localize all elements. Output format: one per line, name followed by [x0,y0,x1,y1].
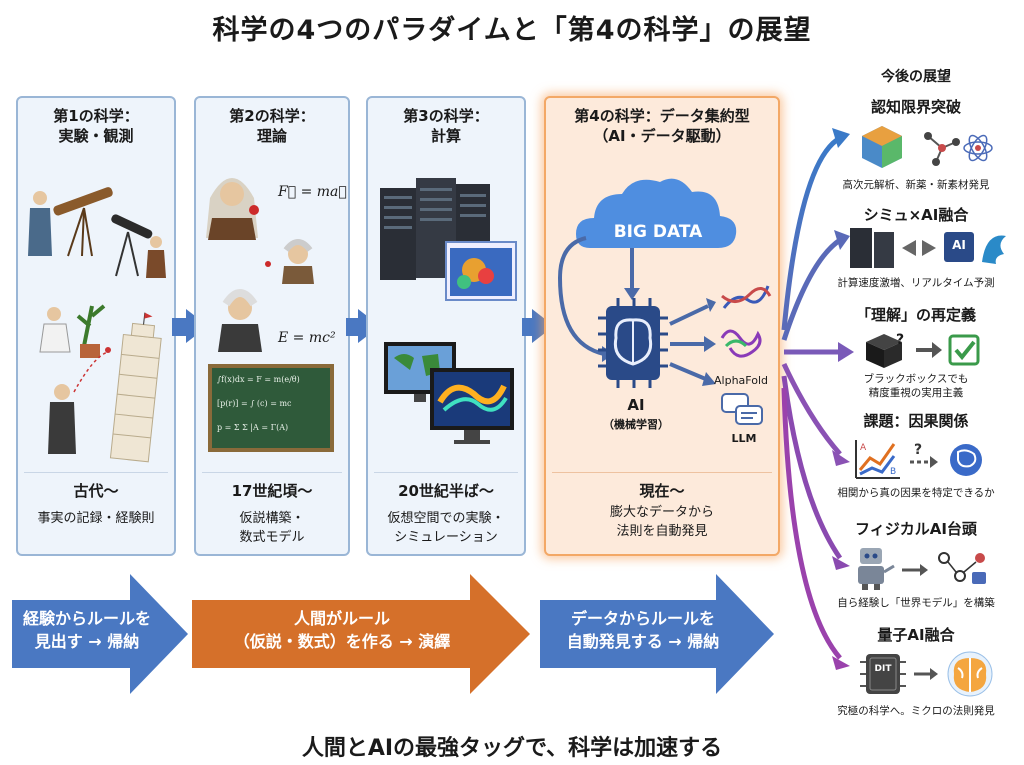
induction-arrow-1: 経験からルールを 見出す → 帰納 [12,572,190,696]
panel-2-era: 17世紀頃〜 [231,482,313,500]
flow-arrow-2 [346,318,360,336]
molecule-icon [862,126,993,168]
paradigm-panel-4: 第4の科学：データ集約型 （AI・データ駆動） [544,96,780,556]
panel-2-heading-line2: 理論 [256,127,287,145]
panel-3-era: 20世紀半ば〜 [398,482,494,500]
svg-text:?: ? [914,442,922,458]
panel-1-heading-line2: 実験・観測 [58,127,134,145]
panel-2-heading: 第2の科学： 理論 [196,106,348,146]
chalkboard-formula-2: [p(r)] = ∫ (c) = mc [217,399,292,408]
ai-label: AI [627,396,645,414]
panel-3-heading-line2: 計算 [430,127,461,145]
page-title: 科学の4つのパラダイムと「第4の科学」の展望 [212,15,812,46]
outlook-item-1-title: 認知限界突破 [870,98,961,116]
chalkboard-formula-3: p = Σ Σ |A = Γ(A) [217,423,289,432]
outlook-item-6-caption: 究極の科学へ。ミクロの法則発見 [837,705,995,717]
panel-4-heading-line2: （AI・データ駆動） [593,127,731,145]
simulation-ai-icon [850,228,1006,268]
panel-4-heading-line1: 第4の科学：データ集約型 [574,107,750,125]
outlook-item-1-caption: 高次元解析、新薬・新素材発見 [842,179,990,191]
panel-2-desc-line2: 数式モデル [239,530,305,545]
flow-arrow-3 [522,318,534,336]
outlook-item-4-title: 課題：因果関係 [863,412,969,430]
ai-chip-label: AI [952,238,966,252]
panel-3-desc-line2: シミュレーション [394,530,498,545]
deduction-arrow-line1: 人間がルール [293,609,390,628]
blackbox-check-icon: ? [866,332,980,368]
panel-4-era: 現在〜 [639,482,685,500]
computer-illustration [380,178,517,444]
panel-1-heading: 第1の科学： 実験・観測 [18,106,174,146]
panel-3-heading-line1: 第3の科学： [403,107,489,125]
llm-label: LLM [731,432,757,445]
panel-4-desc-line1: 膨大なデータから [609,505,714,520]
svg-text:?: ? [896,332,904,348]
footer-tagline: 人間とAIの最強タッグで、科学は加速する [301,736,723,761]
panel-1-era: 古代〜 [73,482,119,500]
deduction-arrow-text: 人間がルール （仮説・数式）を作る → 演繹 [192,607,492,653]
induction-arrow-2-line1: データからルールを [570,609,715,628]
induction-arrow-1-line2: 見出す → 帰納 [34,632,140,651]
dit-chip-label: DIT [874,664,892,674]
svg-text:B: B [890,467,896,477]
deduction-arrow-line2: （仮説・数式）を作る → 演繹 [233,632,451,651]
induction-arrow-1-text: 経験からルールを 見出す → 帰納 [12,607,162,653]
panel-4-desc-line2: 法則を自動発見 [616,524,708,539]
panel-1-heading-line1: 第1の科学： [53,107,139,125]
chalkboard: ∫f(x)dx = F = m(e/θ) [p(r)] = ∫ (c) = mc… [208,364,334,452]
panel-3-desc-line1: 仮想空間での実験・ [387,511,505,526]
svg-text:A: A [860,443,867,453]
observation-illustration [28,187,166,463]
outlook-item-3-title: 「理解」の再定義 [855,306,976,324]
panel-3-footer: 20世紀半ば〜 仮想空間での実験・ シミュレーション [368,482,524,547]
paradigm-panel-1: 第1の科学： 実験・観測 [16,96,176,556]
induction-arrow-2-line2: 自動発見する → 帰納 [566,632,720,651]
induction-arrow-2: データからルールを 自動発見する → 帰納 [540,572,776,696]
induction-arrow-1-line1: 経験からルールを [22,609,151,628]
chalkboard-formula-1: ∫f(x)dx = F = m(e/θ) [217,375,300,384]
alphafold-label: AlphaFold [714,374,768,387]
paradigm-panel-3: 第3の科学： 計算 20世紀半ば〜 仮想空間での実験・ [366,96,526,556]
outlook-heading: 今後の展望 [881,69,951,85]
panel-3-heading: 第3の科学： 計算 [368,106,524,146]
panel-1-footer: 古代〜 事実の記録・経験則 [18,482,174,528]
induction-arrow-2-text: データからルールを 自動発見する → 帰納 [540,607,746,653]
machine-learning-label: （機械学習） [603,418,669,431]
outlook-arrows [781,128,854,670]
deduction-arrow: 人間がルール （仮説・数式）を作る → 演繹 [192,572,532,696]
panel-1-desc: 事実の記録・経験則 [37,511,155,526]
outlook-item-4-caption: 相関から真の因果を特定できるか [837,487,995,499]
equation-force: F⃗ = ma⃗ [278,184,347,200]
panel-4-footer: 現在〜 膨大なデータから 法則を自動発見 [546,482,778,541]
panel-2-heading-line1: 第2の科学： [229,107,315,125]
robot-world-model-icon [858,548,986,590]
flow-arrow-1 [172,318,186,336]
ai-data-diagram [557,178,772,425]
outlook-item-6-title: 量子AI融合 [877,626,955,644]
causality-chart-icon: A B ? [855,440,982,479]
panel-4-heading: 第4の科学：データ集約型 （AI・データ駆動） [546,106,778,146]
outlook-item-3-caption: ブラックボックスでも 精度重視の実用主義 [863,373,969,399]
quantum-brain-icon [860,651,993,697]
outlook-item-2-caption: 計算速度激増、リアルタイム予測 [837,277,995,289]
outlook-item-2-title: シミュ×AI融合 [863,206,969,224]
outlook-item-5-title: フィジカルAI台頭 [855,520,977,538]
panel-2-desc-line1: 仮説構築・ [239,511,305,526]
paradigm-panel-2: 第2の科学： 理論 F⃗ = ma⃗ E = mc² ∫f(x)dx = F =… [194,96,350,556]
outlook-item-5-caption: 自ら経験し「世界モデル」を構築 [837,597,995,609]
panel-2-footer: 17世紀頃〜 仮説構築・ 数式モデル [196,482,348,547]
equation-energy: E = mc² [278,330,336,346]
scientist-portraits [206,178,314,352]
big-data-label: BIG DATA [613,222,703,242]
